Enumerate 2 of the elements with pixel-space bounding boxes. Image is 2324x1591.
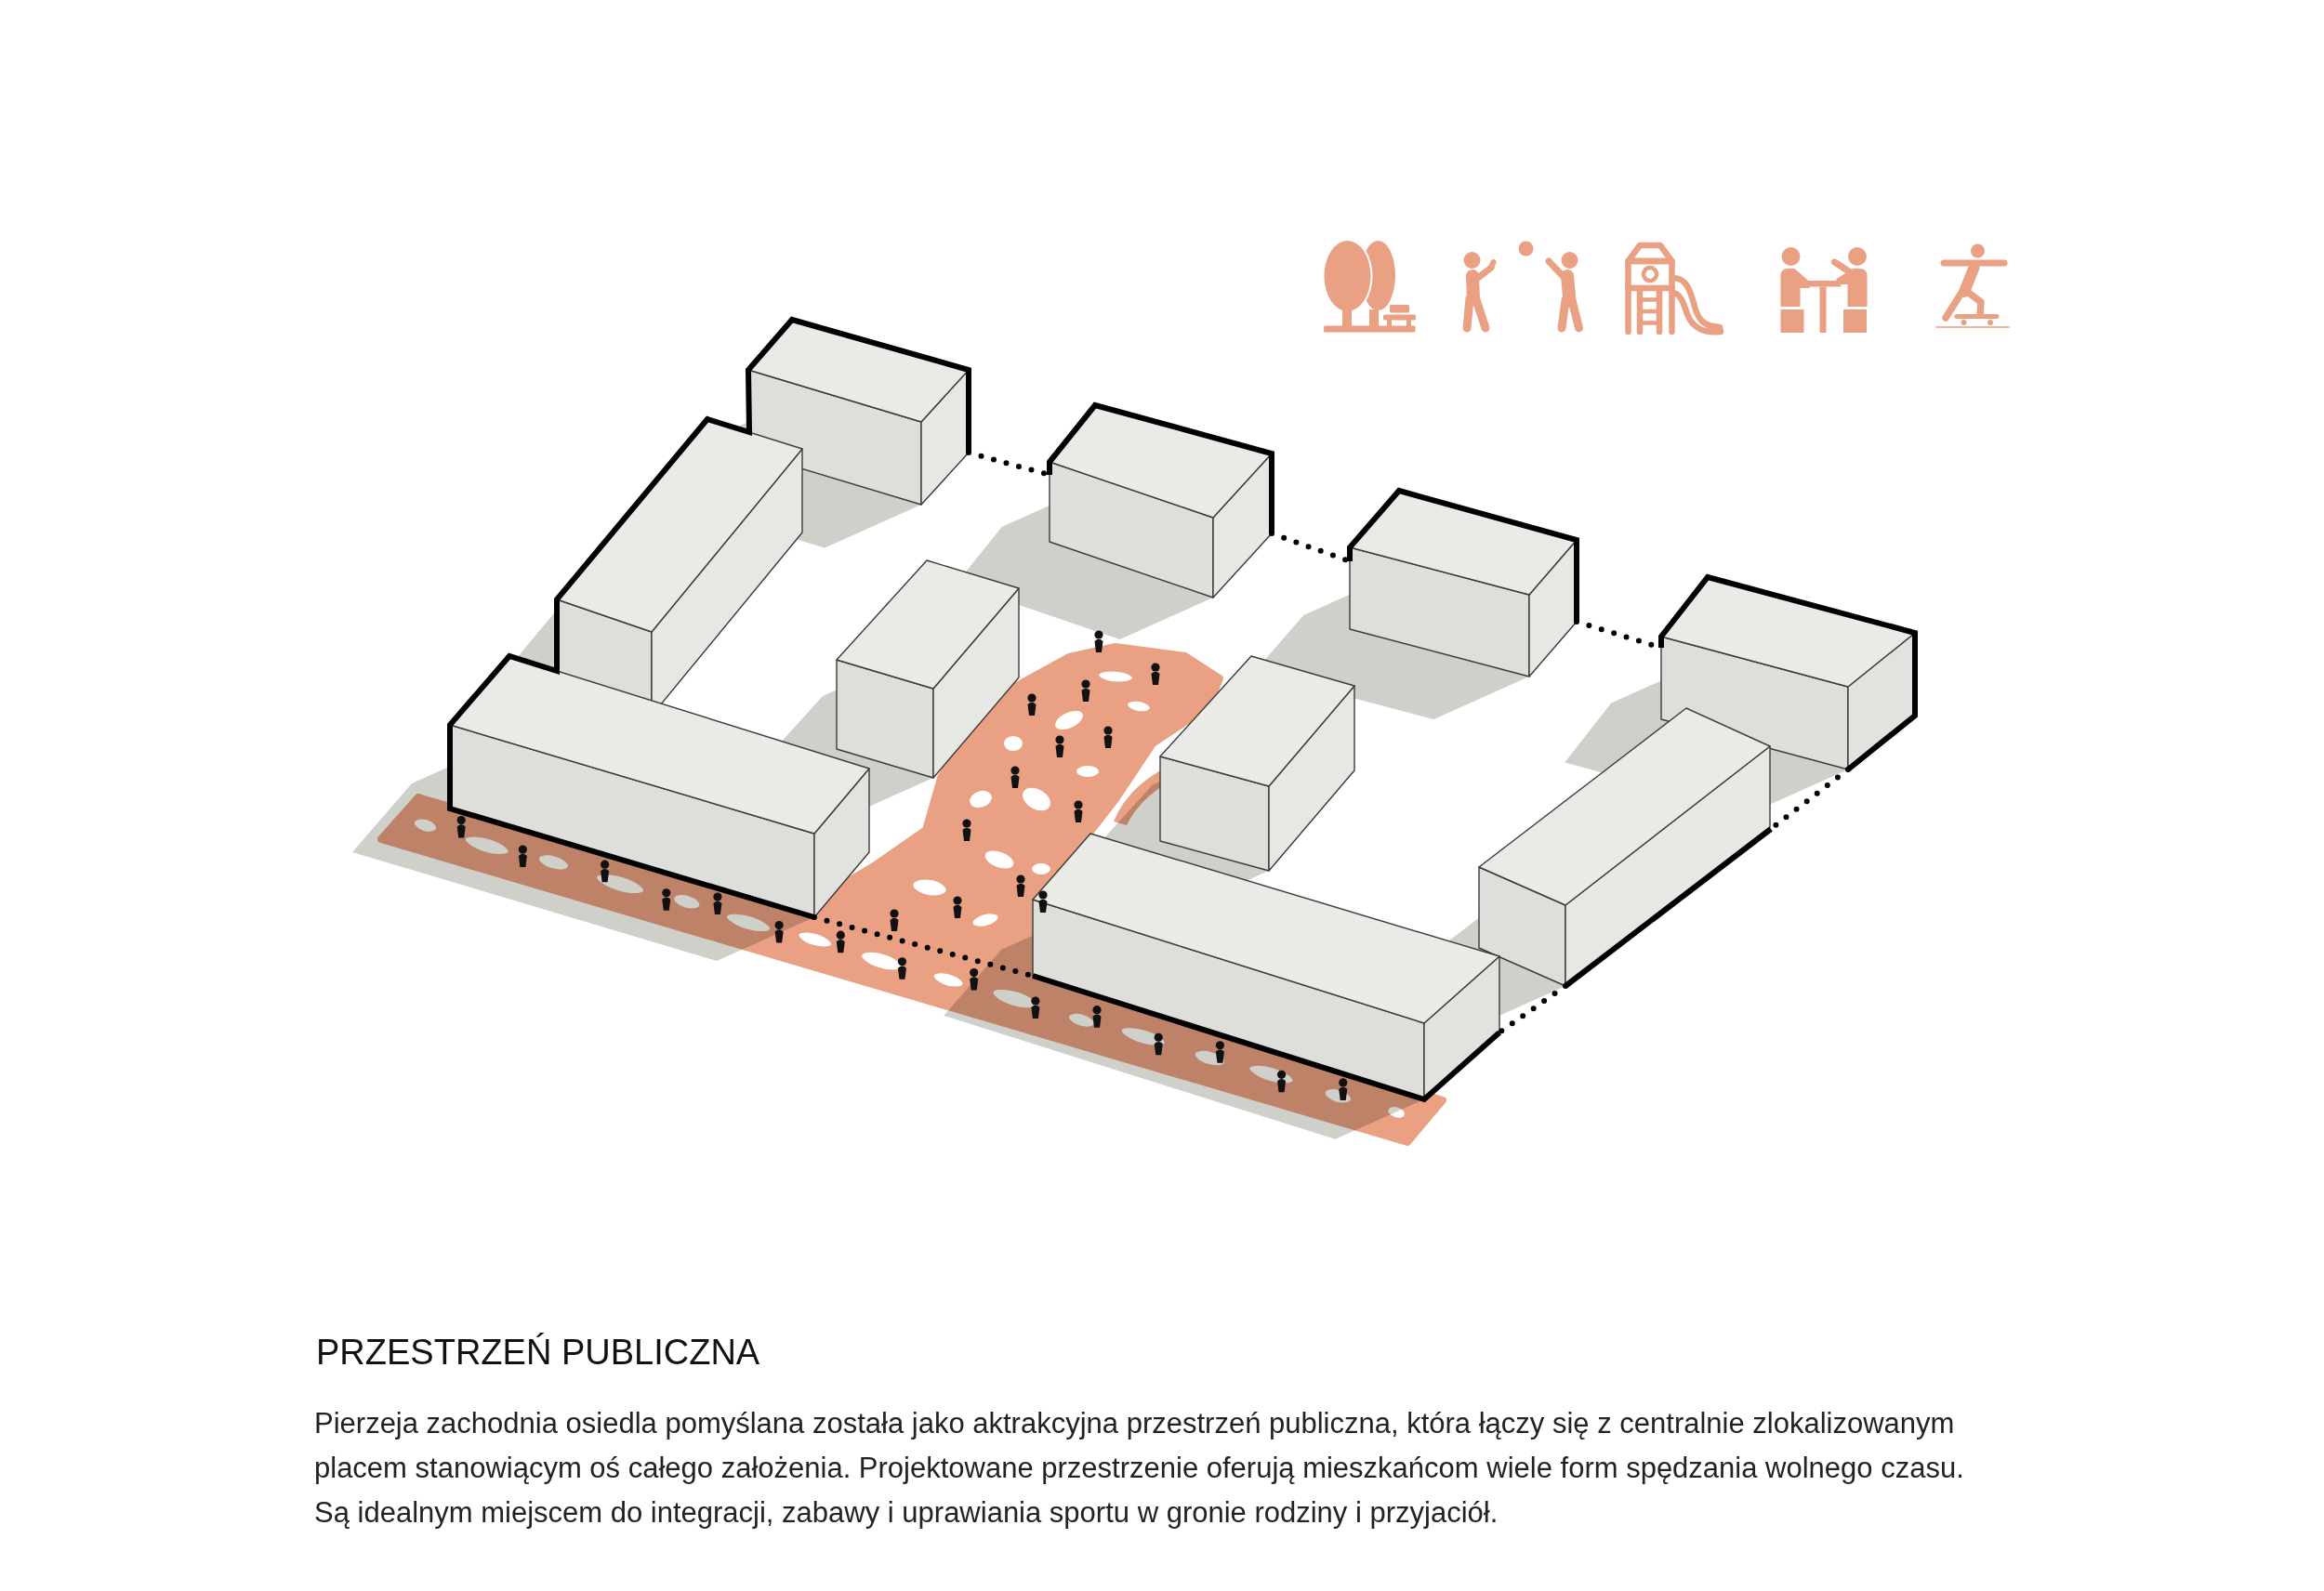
section-title: PRZESTRZEŃ PUBLICZNA	[316, 1332, 760, 1374]
description-text: Pierzeja zachodnia osiedla pomyślana została jako aktrakcyjna przestrzeń publiczna, która łączy się z centralnie zlokalizowanym placem stanowiącym oś całego założenia. Projektowane przestrzenie oferują mieszkańcom wiele form spędzania wolnego czasu. Są idealnym miejscem do integracji, zabawy i uprawiania sportu w gronie rodziny i przyjaciół.	[314, 1406, 1965, 1531]
